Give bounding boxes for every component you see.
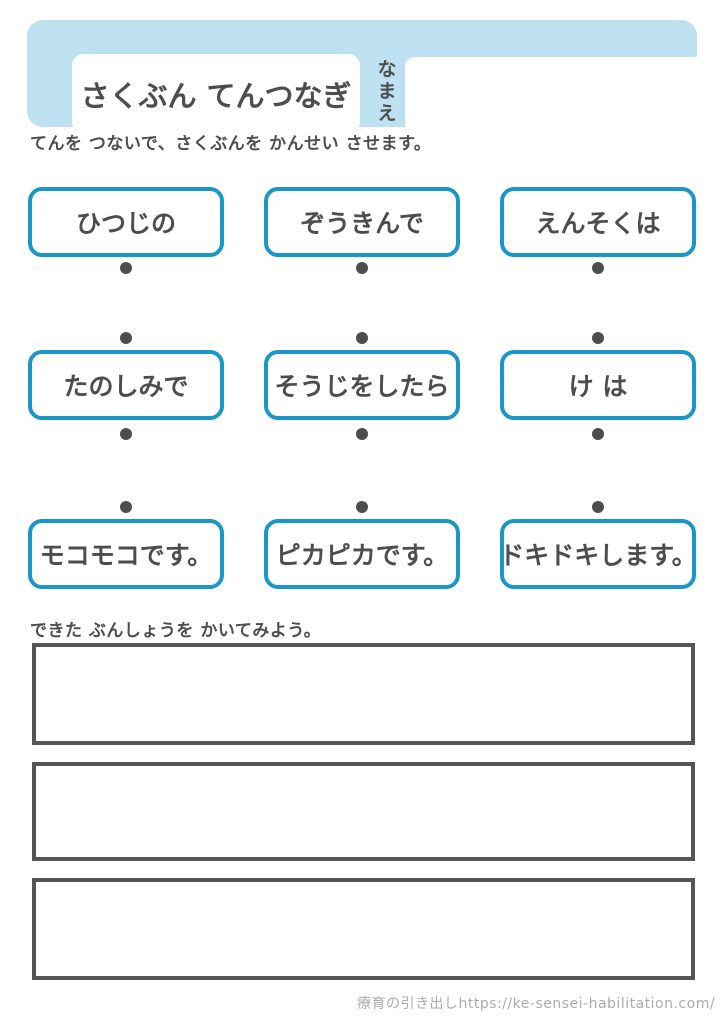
header-band: さくぶん てんつなぎ なまえ (27, 20, 709, 134)
word-box-r3c2: ピカピカです。 (264, 519, 460, 589)
connect-dot[interactable] (120, 332, 132, 344)
word-box-r2c2: そうじをしたら (264, 350, 460, 420)
worksheet-title-box: さくぶん てんつなぎ (72, 54, 360, 133)
word-label: ひつじの (75, 209, 176, 238)
word-box-r2c1: たのしみで (28, 350, 224, 420)
name-input[interactable] (405, 57, 709, 134)
connect-dot[interactable] (120, 428, 132, 440)
word-label: ぞうきんで (300, 209, 424, 238)
word-label: モコモコです。 (39, 541, 213, 570)
footer-credit: 療育の引き出しhttps://ke-sensei-habilitation.co… (357, 996, 716, 1012)
word-box-r2c3: け は (500, 350, 696, 420)
connect-dot[interactable] (356, 501, 368, 513)
word-box-r1c3: えんそくは (500, 187, 696, 257)
word-box-r3c3: ドキドキします。 (499, 519, 697, 589)
word-label: そうじをしたら (274, 372, 450, 401)
worksheet-title: さくぶん てんつなぎ (80, 78, 352, 113)
word-label: ピカピカです。 (275, 541, 449, 570)
connect-dot[interactable] (356, 332, 368, 344)
instruction-text: てんを つないで、さくぶんを かんせい させます。 (30, 134, 432, 154)
answer-box-2[interactable] (32, 762, 695, 861)
word-label: ドキドキします。 (499, 541, 697, 570)
name-label: なまえ (374, 59, 397, 125)
answer-box-3[interactable] (32, 878, 695, 980)
word-label: け は (568, 372, 628, 401)
connect-dot[interactable] (356, 262, 368, 274)
word-label: たのしみで (63, 372, 189, 401)
connect-dot[interactable] (592, 501, 604, 513)
word-box-r1c1: ひつじの (28, 187, 224, 257)
word-box-r3c1: モコモコです。 (28, 519, 224, 589)
connect-dot[interactable] (592, 428, 604, 440)
connect-dot[interactable] (120, 501, 132, 513)
word-box-r1c2: ぞうきんで (264, 187, 460, 257)
connect-dot[interactable] (592, 332, 604, 344)
connect-dot[interactable] (592, 262, 604, 274)
word-label: えんそくは (535, 209, 661, 238)
write-prompt: できた ぶんしょうを かいてみよう。 (30, 621, 322, 641)
connect-dot[interactable] (120, 262, 132, 274)
connect-dot[interactable] (356, 428, 368, 440)
answer-box-1[interactable] (32, 643, 695, 745)
